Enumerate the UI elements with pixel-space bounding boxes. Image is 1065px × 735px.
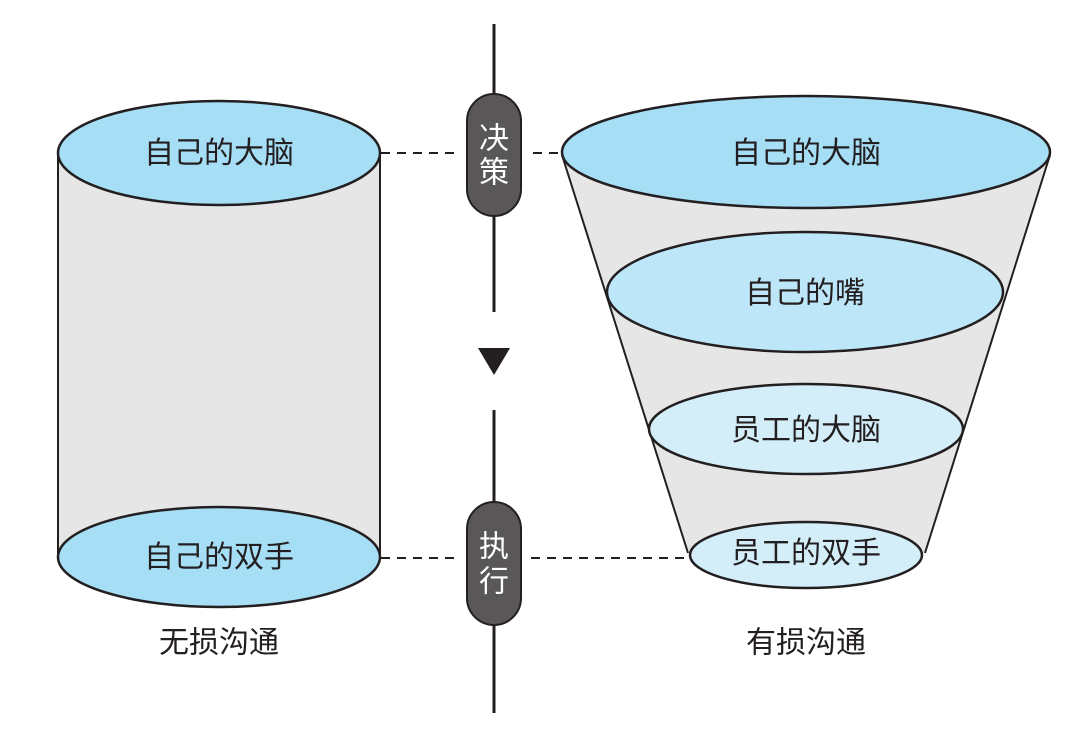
funnel-layer-1-ellipse bbox=[560, 94, 1052, 210]
lossless-cylinder: 自己的大脑 自己的双手 bbox=[56, 99, 382, 609]
lossless-caption: 无损沟通 bbox=[159, 626, 279, 661]
cylinder-body bbox=[58, 153, 380, 558]
left-top-label: 自己的大脑 bbox=[144, 136, 294, 171]
funnel-layer-2-label: 自己的嘴 bbox=[745, 276, 865, 311]
cylinder-bottom-ellipse bbox=[56, 505, 382, 609]
cylinder-top-ellipse bbox=[56, 99, 382, 207]
funnel-layer-4-label: 员工的双手 bbox=[731, 536, 881, 571]
execution-char-2: 行 bbox=[479, 565, 509, 600]
funnel-layer-3-label: 员工的大脑 bbox=[731, 413, 881, 448]
funnel-layer-4-ellipse bbox=[688, 520, 924, 590]
execution-pill: 执 行 bbox=[466, 501, 522, 626]
left-bottom-label: 自己的双手 bbox=[144, 540, 294, 575]
execution-char-1: 执 bbox=[479, 530, 509, 565]
funnel-layer-3-ellipse bbox=[647, 382, 965, 476]
decision-char-1: 决 bbox=[479, 122, 509, 157]
lossy-funnel: 自己的大脑 自己的嘴 员工的大脑 员工的双手 bbox=[560, 94, 1052, 590]
lossy-caption: 有损沟通 bbox=[746, 626, 866, 661]
decision-pill: 决 策 bbox=[466, 93, 522, 217]
down-triangle-icon bbox=[478, 348, 510, 375]
funnel-layer-2-ellipse bbox=[605, 230, 1005, 354]
decision-char-2: 策 bbox=[479, 156, 509, 191]
funnel-layer-1-label: 自己的大脑 bbox=[731, 136, 881, 171]
